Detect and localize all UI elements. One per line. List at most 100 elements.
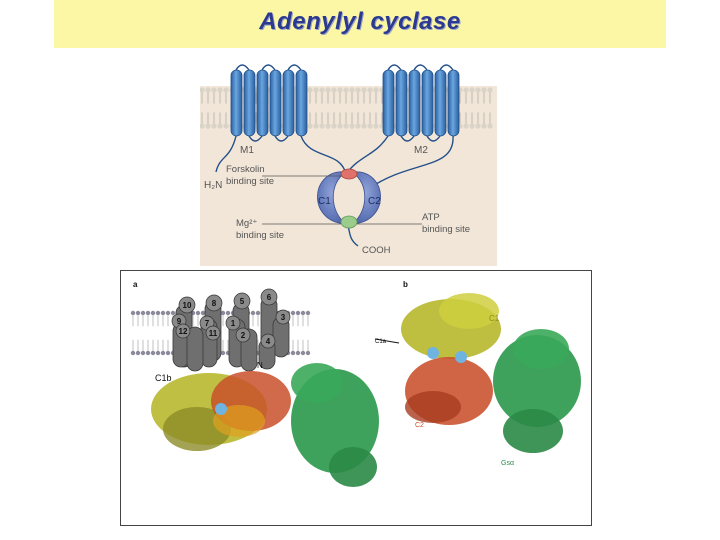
- lipid-head: [211, 123, 217, 129]
- lipid-head: [200, 310, 206, 316]
- lipid-head: [343, 87, 349, 93]
- m2-helix-bundle: [382, 69, 460, 137]
- lipid-head: [337, 123, 343, 129]
- helix-1-label: 1: [231, 319, 236, 328]
- lipid-head: [155, 310, 161, 316]
- lipid-head: [475, 87, 481, 93]
- lipid-head: [205, 87, 211, 93]
- c1-label: C1: [318, 196, 331, 207]
- forskolin-label-1: Forskolin: [226, 164, 265, 175]
- slide-title: Adenylyl cyclase: [259, 8, 461, 35]
- lipid-head: [355, 123, 361, 129]
- lipid-head: [307, 123, 313, 129]
- helix-10-label: 10: [183, 301, 192, 310]
- lipid-head: [487, 123, 493, 129]
- lipid-head: [343, 123, 349, 129]
- helix-3-label: 3: [281, 313, 286, 322]
- lipid-head: [165, 350, 171, 356]
- helix-12-label: 12: [179, 327, 188, 336]
- title-banner: Adenylyl cyclase: [54, 0, 666, 48]
- helix-number-labels: 10 8 5 6 9 7 1 3 12 11 2 4: [177, 293, 286, 346]
- lipid-head: [130, 310, 136, 316]
- lipid-head: [313, 123, 319, 129]
- lipid-head: [481, 123, 487, 129]
- lipid-head: [305, 350, 311, 356]
- helix-7-label: 7: [205, 319, 210, 328]
- helix-6-label: 6: [267, 293, 272, 302]
- lipid-head: [135, 310, 141, 316]
- forskolin-label-2: binding site: [226, 176, 274, 187]
- lipid-head: [165, 310, 171, 316]
- lipid-head: [337, 87, 343, 93]
- helix-number-badges: [171, 288, 291, 349]
- lipid-head: [290, 350, 296, 356]
- lipid-head: [135, 350, 141, 356]
- lipid-head: [463, 123, 469, 129]
- helix-4-label: 4: [266, 337, 271, 346]
- atp-label-2: binding site: [422, 224, 470, 235]
- lipid-head: [170, 310, 176, 316]
- panel-a-label: a: [133, 280, 138, 289]
- lipid-head: [155, 350, 161, 356]
- c1b-label: C1b: [155, 373, 172, 383]
- lipid-head: [199, 123, 205, 129]
- lipid-head: [145, 310, 151, 316]
- lipid-head: [160, 310, 166, 316]
- c2-label: C2: [368, 196, 381, 207]
- panel-b-label: b: [403, 280, 408, 289]
- structure-figure: 10 8 5 6 9 7 1 3 12 11 2 4: [120, 270, 592, 526]
- mg-label-2: binding site: [236, 230, 284, 241]
- m1-label: M1: [240, 145, 254, 156]
- lipid-head: [160, 350, 166, 356]
- lipid-head: [367, 87, 373, 93]
- lipid-head: [205, 123, 211, 129]
- panel-a-ribbons: [151, 363, 379, 487]
- lipid-head: [349, 87, 355, 93]
- lipid-head: [361, 87, 367, 93]
- forskolin-site-blob: [340, 168, 358, 180]
- lipid-head: [361, 123, 367, 129]
- lipid-head: [217, 123, 223, 129]
- lipid-head: [211, 87, 217, 93]
- lipid-head: [331, 123, 337, 129]
- lipid-head: [145, 350, 151, 356]
- lipid-head: [313, 87, 319, 93]
- lipid-head: [295, 310, 301, 316]
- lipid-head: [487, 87, 493, 93]
- lipid-head: [373, 87, 379, 93]
- lipid-head: [130, 350, 136, 356]
- lipid-head: [150, 310, 156, 316]
- lipid-head: [250, 310, 256, 316]
- lipid-head: [150, 350, 156, 356]
- loop-lines: [215, 64, 454, 247]
- gsa-label: Gsα: [501, 460, 514, 467]
- lipid-head: [300, 310, 306, 316]
- lipid-head: [300, 350, 306, 356]
- lipid-head: [225, 310, 231, 316]
- lipid-head: [223, 87, 229, 93]
- lipid-head: [290, 310, 296, 316]
- lipid-head: [307, 87, 313, 93]
- lipid-head: [305, 310, 311, 316]
- lipid-head: [481, 87, 487, 93]
- lipid-head: [140, 310, 146, 316]
- lipid-head: [255, 310, 261, 316]
- lipid-head: [469, 87, 475, 93]
- lipid-head: [355, 87, 361, 93]
- c2-structure-label: C2: [415, 422, 424, 429]
- lipid-head: [319, 123, 325, 129]
- lipid-head: [475, 123, 481, 129]
- helix-2-label: 2: [241, 331, 246, 340]
- m2-label: M2: [414, 145, 428, 156]
- lipid-head: [140, 350, 146, 356]
- lipid-head: [367, 123, 373, 129]
- lipid-head: [325, 123, 331, 129]
- lipid-head: [220, 310, 226, 316]
- n-label: N: [257, 361, 263, 370]
- c1a-arrow: [374, 338, 400, 344]
- structure-svg: 10 8 5 6 9 7 1 3 12 11 2 4: [130, 280, 581, 487]
- lipid-head: [220, 350, 226, 356]
- lipid-head: [373, 123, 379, 129]
- mg-label-1: Mg²⁺: [236, 218, 257, 229]
- helix-5-label: 5: [240, 297, 245, 306]
